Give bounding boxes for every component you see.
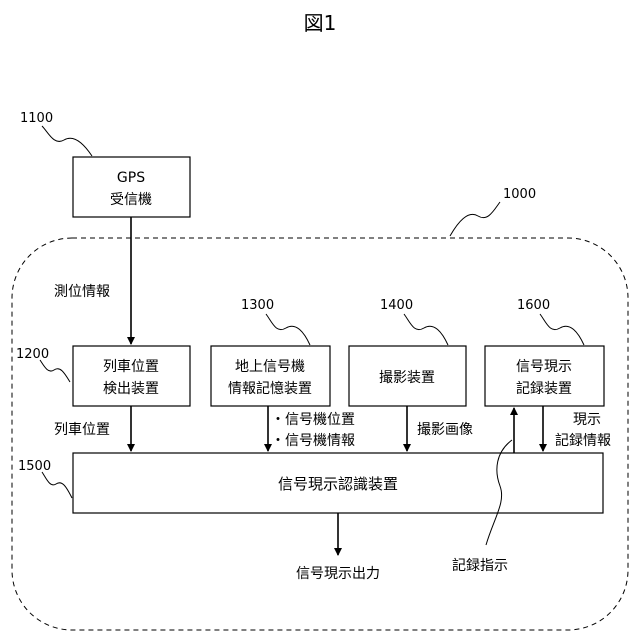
aspect-recognizer-label: 信号現示認識装置	[278, 475, 398, 493]
camera-label: 撮影装置	[379, 369, 435, 386]
gps-receiver-line2: 受信機	[110, 192, 152, 208]
edge-train-position: 列車位置	[54, 421, 110, 438]
camera-ref-label: 1400	[380, 298, 413, 313]
edge-aspect-output: 信号現示出力	[296, 566, 380, 582]
edge-signal-position: ・信号機位置	[271, 412, 355, 428]
train-pos-ref-label: 1200	[16, 347, 49, 362]
edge-captured-image: 撮影画像	[417, 421, 473, 438]
system-ref-label: 1000	[503, 187, 536, 202]
train-position-detector-box	[73, 346, 190, 406]
edge-aspect-record-line1: 現示	[573, 412, 601, 428]
system-ref-leader	[450, 202, 500, 236]
signal-info-storage-box	[211, 346, 330, 406]
gps-receiver-line1: GPS	[117, 170, 145, 186]
train-position-detector-line1: 列車位置	[103, 358, 159, 375]
train-pos-ref-leader	[40, 360, 70, 382]
signal-info-storage-line1: 地上信号機	[235, 359, 305, 375]
edge-aspect-record-line2: 記録情報	[555, 432, 611, 449]
figure-title: 図1	[304, 11, 337, 35]
signal-info-storage-line2: 情報記憶装置	[228, 380, 312, 397]
aspect-recorder-line1: 信号現示	[516, 359, 572, 375]
edge-signal-info: ・信号機情報	[271, 433, 355, 449]
edge-positioning-info: 測位情報	[54, 284, 110, 300]
recorder-ref-label: 1600	[517, 298, 550, 313]
gps-ref-leader	[42, 126, 92, 156]
signal-mem-ref-label: 1300	[241, 298, 274, 313]
edge-record-instruction: 記録指示	[452, 557, 508, 574]
gps-ref-label: 1100	[20, 111, 53, 126]
recognizer-ref-label: 1500	[18, 459, 51, 474]
signal-mem-ref-leader	[266, 314, 310, 345]
camera-ref-leader	[404, 314, 448, 345]
train-position-detector-line2: 検出装置	[103, 381, 159, 397]
recognizer-ref-leader	[42, 472, 72, 498]
aspect-recorder-line2: 記録装置	[516, 380, 572, 397]
gps-receiver-box	[73, 157, 190, 217]
aspect-recorder-box	[485, 346, 604, 406]
recorder-ref-leader	[540, 314, 584, 345]
